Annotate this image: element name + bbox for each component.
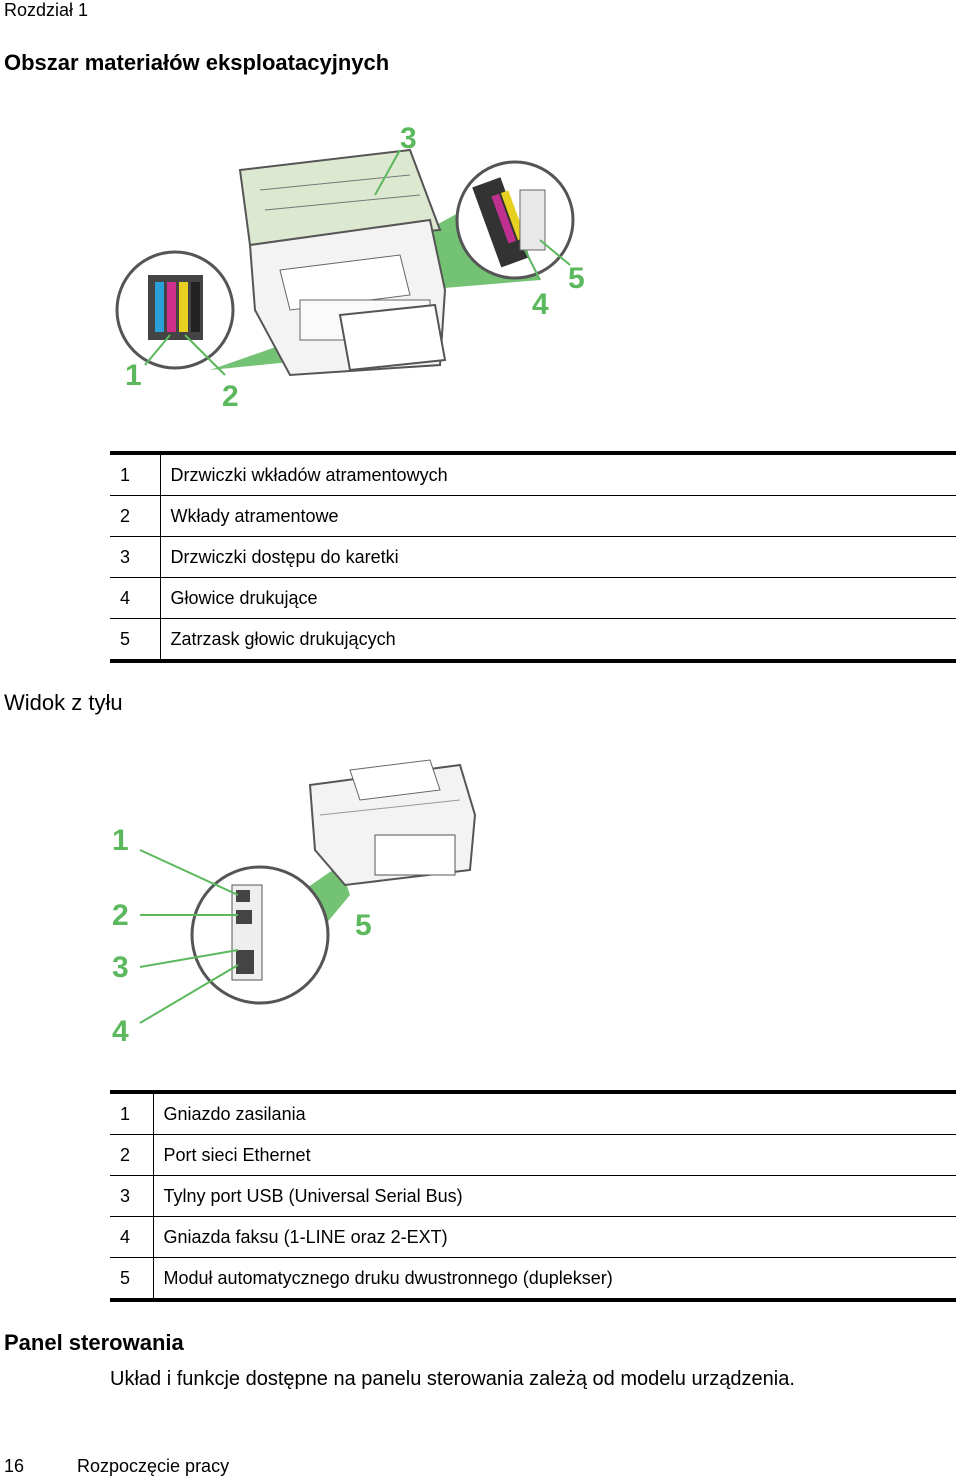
callout-2: 2 [112, 899, 129, 932]
rear-legend-table: 1 Gniazdo zasilania 2 Port sieci Etherne… [110, 1090, 956, 1302]
item-number: 5 [120, 1267, 131, 1288]
item-number: 2 [120, 505, 131, 526]
supplies-legend-table: 1 Drzwiczki wkładów atramentowych 2 Wkła… [110, 451, 956, 663]
table-row: 1 Gniazdo zasilania [110, 1092, 956, 1135]
table-row: 2 Wkłady atramentowe [110, 495, 956, 537]
table-row: 3 Drzwiczki dostępu do karetki [110, 536, 956, 578]
table-row: 4 Gniazda faksu (1-LINE oraz 2-EXT) [110, 1216, 956, 1258]
callout-5: 5 [355, 909, 372, 942]
page-number: 16 [4, 1456, 25, 1476]
footer-section: Rozpoczęcie pracy [77, 1456, 230, 1476]
item-number: 5 [120, 628, 131, 649]
section-title-rear: Widok z tyłu [4, 690, 123, 715]
table-row: 5 Zatrzask głowic drukujących [110, 618, 956, 661]
callout-3: 3 [112, 951, 129, 984]
item-label: Port sieci Ethernet [152, 1134, 956, 1176]
printer-interior-illustration: 1 2 3 4 5 [115, 122, 585, 413]
chapter-header: Rozdział 1 [4, 0, 89, 20]
item-label: Drzwiczki wkładów atramentowych [159, 453, 956, 496]
item-label: Zatrzask głowic drukujących [159, 618, 956, 661]
panel-description: Układ i funkcje dostępne na panelu stero… [110, 1368, 795, 1390]
item-label: Moduł automatycznego druku dwustronnego … [152, 1257, 956, 1300]
item-label: Wkłady atramentowe [159, 495, 956, 537]
callout-1: 1 [125, 359, 142, 392]
callout-2: 2 [222, 380, 239, 413]
item-number: 1 [120, 1103, 131, 1124]
item-label: Gniazda faksu (1-LINE oraz 2-EXT) [152, 1216, 956, 1258]
item-number: 3 [120, 1185, 131, 1206]
printer-rear-illustration: 1 2 3 4 5 [112, 759, 477, 1048]
callout-4: 4 [112, 1015, 129, 1048]
item-label: Drzwiczki dostępu do karetki [159, 536, 956, 578]
table-row: 2 Port sieci Ethernet [110, 1134, 956, 1176]
table-row: 1 Drzwiczki wkładów atramentowych [110, 453, 956, 496]
callout-4: 4 [532, 288, 549, 321]
item-number: 4 [120, 587, 131, 608]
item-number: 3 [120, 546, 131, 567]
item-label: Tylny port USB (Universal Serial Bus) [152, 1175, 956, 1217]
item-number: 1 [120, 464, 131, 485]
item-number: 4 [120, 1226, 131, 1247]
table-row: 5 Moduł automatycznego druku dwustronneg… [110, 1257, 956, 1300]
section-title-panel: Panel sterowania [4, 1330, 184, 1355]
callout-1: 1 [112, 824, 129, 857]
table-row: 3 Tylny port USB (Universal Serial Bus) [110, 1175, 956, 1217]
item-number: 2 [120, 1144, 131, 1165]
callout-3: 3 [400, 122, 417, 155]
table-row: 4 Głowice drukujące [110, 577, 956, 619]
section-title-supplies: Obszar materiałów eksploatacyjnych [4, 50, 390, 75]
item-label: Gniazdo zasilania [152, 1092, 956, 1135]
item-label: Głowice drukujące [159, 577, 956, 619]
callout-5: 5 [568, 262, 585, 295]
